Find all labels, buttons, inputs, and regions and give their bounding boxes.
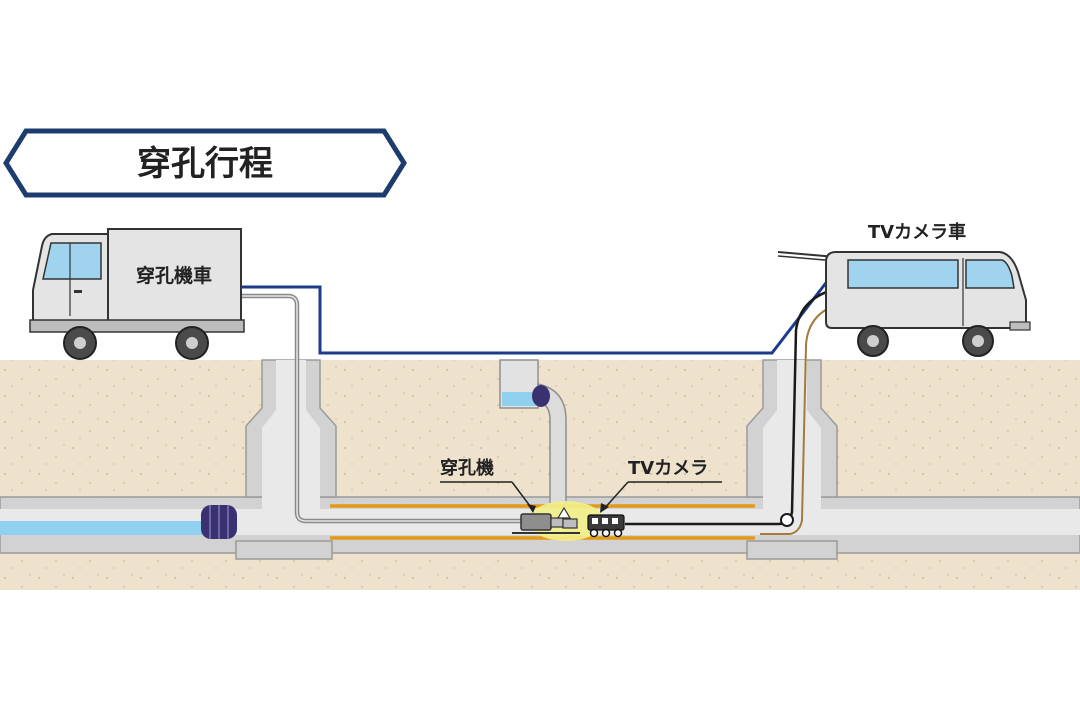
title-banner: 穿孔行程 — [3, 128, 407, 198]
cables — [240, 274, 837, 535]
brown-cable — [760, 304, 837, 535]
title-text: 穿孔行程 — [137, 144, 273, 184]
lateral-connection — [499, 359, 567, 507]
pulley-icon — [780, 513, 794, 527]
drill-truck-label: 穿孔機車 — [136, 264, 212, 287]
drill-machine-icon — [512, 506, 580, 534]
tv-camera-truck: TVカメラ車 — [777, 221, 1031, 357]
blue-cable — [240, 274, 834, 355]
pipe-plug-icon — [201, 505, 237, 539]
drill-machine-callout: 穿孔機 — [440, 457, 536, 513]
drill-truck: 穿孔機車 — [29, 228, 245, 360]
tv-camera-label: TVカメラ — [628, 458, 708, 479]
drill-machine-label: 穿孔機 — [440, 457, 494, 479]
tv-truck-label: TVカメラ車 — [868, 221, 966, 243]
tv-camera-robot-icon — [587, 514, 625, 538]
lateral-plug-icon — [532, 385, 550, 407]
tv-camera-callout: TVカメラ — [600, 458, 722, 513]
water-flow — [0, 521, 212, 535]
